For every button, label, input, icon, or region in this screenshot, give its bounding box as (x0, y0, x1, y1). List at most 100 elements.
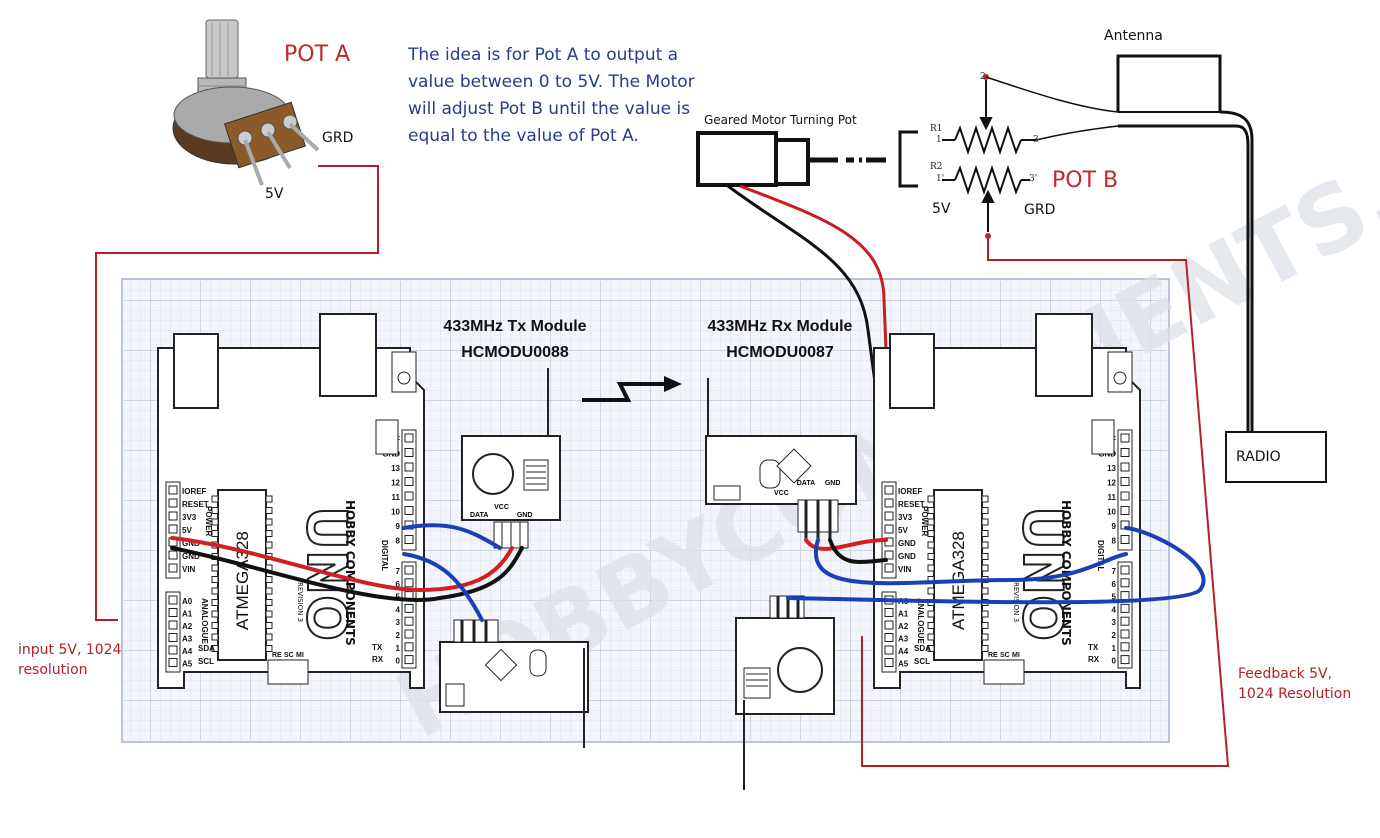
chip-pin (927, 507, 935, 514)
pot-b-schematic (942, 80, 1036, 232)
header-pin (168, 498, 178, 508)
rx-pin-data: DATA (796, 480, 815, 487)
header-pin (1120, 433, 1130, 443)
wire-left-blue-2 (402, 552, 484, 622)
chip-pin (927, 518, 935, 526)
digital-pin-label: 6 (396, 580, 401, 589)
header-pin (1120, 655, 1130, 665)
icsp-top (375, 419, 399, 455)
motor-wire-black (727, 184, 886, 451)
header-pin (884, 633, 894, 642)
pot-b-pin1-label: 1 (936, 135, 942, 145)
header-pin (884, 524, 894, 534)
input-note: input 5V, 1024 resolution (18, 642, 122, 678)
pot-a-5v-label: 5V (265, 186, 284, 202)
header-pin (404, 565, 414, 575)
power-pin-label: 5V (898, 526, 908, 535)
rx-module-top (705, 378, 857, 540)
wire-feedback (861, 236, 1230, 767)
digital-pin-label: 4 (1112, 605, 1117, 614)
header-pin (884, 645, 894, 655)
wire-left-blue-1 (402, 523, 502, 550)
antenna-drawing (985, 54, 1254, 432)
digital-pin-label: 3 (396, 618, 401, 627)
header-pin (168, 633, 178, 642)
tx-pin-vcc: VCC (494, 504, 509, 511)
chip-pin (211, 518, 219, 526)
header-pin (404, 603, 414, 613)
analog-pin-label: A1 (182, 610, 193, 619)
header-pin (404, 578, 414, 588)
pot-b-pin1p-label: 1' (936, 174, 945, 184)
digital-header-top (1117, 429, 1133, 551)
chip-pin (981, 564, 989, 572)
digital-pin-label: 3 (1112, 618, 1117, 627)
header-pin (1120, 603, 1130, 613)
icsp-label: RE (988, 652, 998, 659)
chip-pin (211, 576, 219, 583)
header-pin (1120, 506, 1130, 515)
pot-b-r2-label: R2 (930, 162, 943, 172)
header-pin (168, 563, 178, 573)
digital-pin-label: 11 (392, 493, 401, 502)
analog-pin-label: A1 (898, 610, 909, 619)
analog-pin-label: A5 (182, 660, 193, 669)
power-pin-label: GND (182, 539, 200, 548)
chip-pin (981, 553, 989, 560)
wire-right-black (828, 538, 888, 564)
pot-a-title: POT A (284, 42, 351, 67)
tx-label: TX (372, 643, 383, 652)
header-pin (404, 506, 414, 515)
scl-label: SCL (914, 657, 930, 666)
digital-pin-label: 0 (396, 657, 401, 666)
chip-pin (927, 633, 935, 641)
header-pin (884, 550, 894, 560)
analog-pin-label: A0 (182, 597, 193, 606)
chip-pin (265, 507, 273, 514)
header-pin (404, 491, 414, 501)
chip-pin (981, 541, 989, 549)
icsp-label: SC (1000, 652, 1010, 659)
header-pin (884, 658, 894, 667)
header-pin (404, 448, 414, 457)
digital-pin-label: 1 (396, 644, 401, 653)
power-jack (173, 333, 219, 409)
chip-pin (211, 495, 219, 503)
power-pin-label: GND (182, 552, 200, 561)
chip-pin (981, 495, 989, 503)
header-pin (404, 477, 414, 486)
analog-pin-label: A2 (898, 622, 909, 631)
digital-pin-label: 12 (1107, 479, 1116, 488)
icsp-label: SC (284, 652, 294, 659)
header-pin (168, 645, 178, 655)
pot-b-title: POT B (1052, 168, 1119, 193)
chip-pin (981, 645, 989, 652)
digital-pin-label: 5 (1112, 593, 1117, 602)
digital-pin-label: 7 (396, 567, 401, 576)
tx-module-top (461, 368, 561, 549)
header-pin (404, 433, 414, 443)
header-pin (404, 629, 414, 639)
chip-label: ATMEGA328 (233, 531, 252, 630)
chip-pin (265, 576, 273, 583)
wire-right-blue-1 (814, 538, 1128, 586)
wire-left-black (170, 546, 524, 603)
power-section-label: POWER (204, 506, 213, 536)
chip-pin (927, 645, 935, 652)
digital-pin-label: 4 (396, 605, 401, 614)
tx-module-title: 433MHz Tx Module HCMODU0088 (440, 314, 590, 366)
chip-pin (927, 587, 935, 595)
rx-pin-gnd: GND (824, 480, 841, 487)
icsp-label: RE (272, 652, 282, 659)
motor-wire-red (739, 184, 892, 451)
tx-pin-labels: DATA VCC GND (470, 504, 532, 519)
header-pin (168, 620, 178, 630)
chip-pin (211, 599, 219, 606)
header-pin (884, 511, 894, 521)
chip-pin (981, 587, 989, 595)
header-pin (168, 550, 178, 560)
digital-pin-label: 2 (1112, 631, 1117, 640)
geared-motor (696, 130, 918, 188)
analog-pin-label: A4 (898, 647, 909, 656)
